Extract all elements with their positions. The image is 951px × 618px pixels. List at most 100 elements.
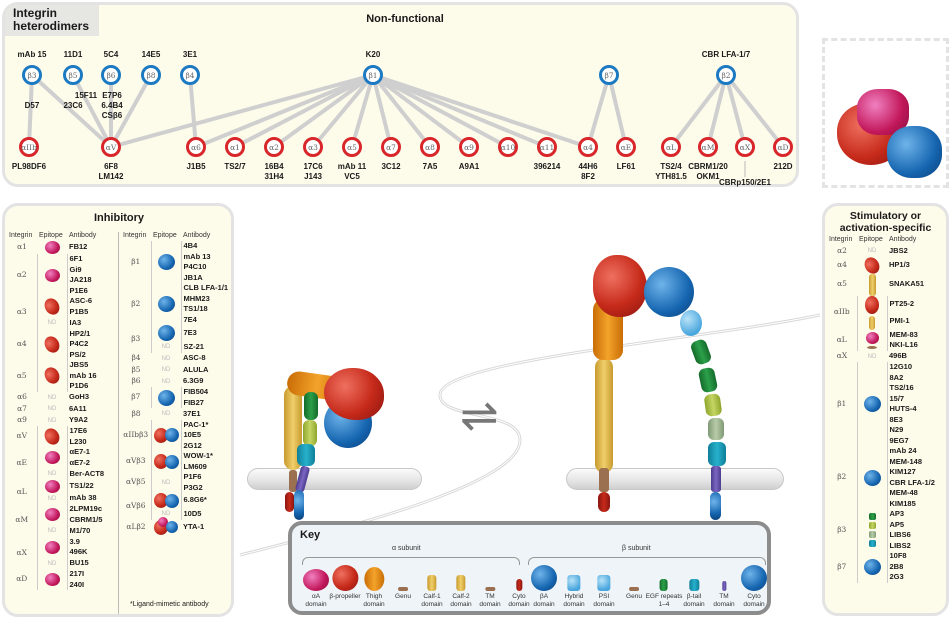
inhibitory-beta-row: LM609 [121,461,231,472]
pink-epitope-icon [44,451,60,464]
stimulatory-row: LIBS2 [827,540,937,551]
epitope-cell [151,387,181,408]
antibody-name: 6.8G6* [180,493,231,508]
beta-antibody-label: CBR LFA-1/7 [701,50,751,59]
integrin-label: αLβ2 [126,521,146,531]
epitope-cell: ND [151,472,181,493]
epitope-cell [151,451,181,472]
alpha-antibody-label: CBRp150/2E1 [718,178,772,187]
stimulatory-row: AP5 [827,519,937,530]
antibody-name: JB1A [180,272,231,283]
antibody-name: 496B [889,351,907,360]
stimulatory-row: 8A2 [827,372,937,383]
blue-epitope-icon [157,296,175,312]
integrin-label: β3 [121,325,152,353]
antibody-name: ASC-8 [183,353,206,362]
epitope-cell: ND [857,351,887,363]
stimulatory-row: N29 [827,425,937,436]
key-item-name: Calf-2 [452,593,470,600]
antibody-name: TS2/16 [886,383,937,394]
key-item-sub: domain [713,600,735,608]
edge-b3-aV [30,73,113,149]
key-item-name: Genu [395,593,411,600]
antibody-name: 3.9 [66,536,107,547]
alpha-node-aM: αM [698,137,718,157]
antibody-name: P4C10 [180,262,231,273]
antibody-name: 2B8 [886,561,937,572]
pink-red-blue-epitope-icon [154,517,178,535]
not-determined-label: ND [161,411,171,417]
brown-domain-swatch-icon [398,587,408,591]
integrin-label: β3 [827,509,858,551]
inhibitory-alpha-row: P1E6 [7,285,107,296]
column-header: Antibody [889,236,917,243]
purple-domain-swatch-icon [721,581,726,591]
alpha-antibody-label: PL98DF6 [11,162,47,171]
red-epitope-icon [41,333,63,356]
beta-node-b1: β1 [363,65,383,85]
integrin-label: αL [827,329,858,351]
red+calf-epitope-icon [865,295,879,330]
epitope-cell [37,295,67,318]
non-functional-title: Non-functional [366,13,444,25]
key-item-sub: domain [479,600,501,608]
epitope-cell: ND [857,245,887,257]
inhibitory-alpha-row: L230 [7,436,107,447]
antibody-name: 8A2 [886,372,937,383]
inhibitory-beta-row: 10E5 [121,430,231,441]
edge-b1-a3 [311,73,375,149]
antibody-name: IA3 [66,317,107,329]
antibody-name: PAC-1* [180,419,231,430]
membrane-left [247,468,422,490]
antibody-name: HUTS-4 [886,404,937,415]
blue-epitope-icon [157,389,175,406]
heterodimer-edges [27,73,785,177]
not-determined-label: ND [161,344,171,350]
epitope-cell [857,295,887,330]
antibody-name: 240I [66,579,107,590]
integrin-label: αM [7,504,38,537]
alpha-antibody-label: TS2/7 [224,162,246,171]
alpha-node-aL: αL [661,137,681,157]
not-determined-label: ND [161,511,171,517]
integrin-label: β7 [121,387,152,408]
integrin-label: α3 [7,296,38,329]
red-epitope-icon [41,295,63,318]
not-determined-label: ND [47,320,57,326]
integrin-label: αL [7,479,38,504]
ext-blue-head [644,267,694,317]
edge-antibody-label: 15F11 [74,91,98,100]
not-determined-label: ND [161,367,171,373]
key-item-sub: domain [305,600,327,608]
integrin-label: α5 [7,360,38,392]
blue-epitope-icon [863,558,881,575]
integrin-label: β5 [131,364,141,374]
antibody-name: P1E6 [66,285,107,296]
antibody-name: CBR LFA-1/2 [886,477,937,488]
antibody-name: JBS2 [889,245,908,255]
integrin-label: α4 [837,259,847,269]
edge-b1-a6 [195,73,374,149]
pink-epitope-icon [44,241,60,254]
antibody-name: 15/7 [886,393,937,404]
lblue-domain-swatch-icon [597,575,611,591]
epitope-cell [151,493,181,508]
pink-epitope-icon [44,573,60,586]
integrin-label: αVβ5 [121,472,152,493]
beta-node-b4: β4 [180,65,200,85]
alpha-antibody-label: TS2/4 [660,162,682,171]
column-header: Epitope [153,232,177,239]
inhibitory-alpha-row: PS/2 [7,349,107,360]
pink-epitope-icon [44,268,60,282]
